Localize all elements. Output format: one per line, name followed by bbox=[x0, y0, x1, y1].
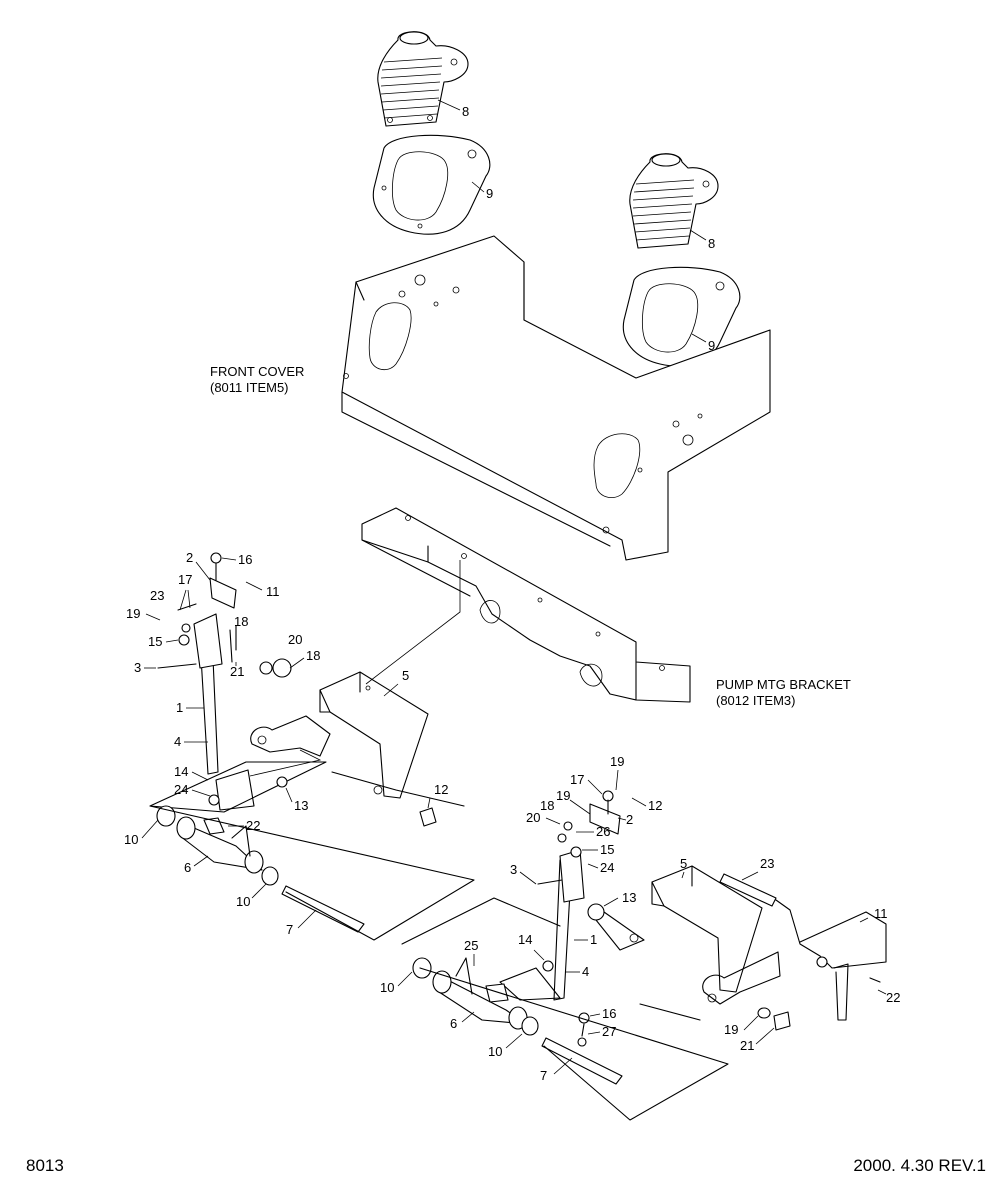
callout-4-left: 4 bbox=[174, 734, 181, 749]
callout-6-right: 6 bbox=[450, 1016, 457, 1031]
callout-7-right: 7 bbox=[540, 1068, 547, 1083]
callout-10-right-lower: 10 bbox=[488, 1044, 502, 1059]
callout-23-right: 23 bbox=[760, 856, 774, 871]
callout-4-right: 4 bbox=[582, 964, 589, 979]
callout-8-upper: 8 bbox=[462, 104, 469, 119]
callout-14-right: 14 bbox=[518, 932, 532, 947]
front-cover-ref: (8011 ITEM5) bbox=[210, 380, 289, 395]
callout-19-right-top: 19 bbox=[610, 754, 624, 769]
assembly-leader-lines bbox=[249, 560, 461, 777]
right-lever-assembly bbox=[499, 790, 645, 1047]
callout-1-left: 1 bbox=[176, 700, 183, 715]
callout-14-left: 14 bbox=[174, 764, 188, 779]
callout-15-right: 15 bbox=[600, 842, 614, 857]
callout-17: 17 bbox=[178, 572, 192, 587]
callout-19-right-mid: 19 bbox=[556, 788, 570, 803]
callout-7-left: 7 bbox=[286, 922, 293, 937]
callout-16: 16 bbox=[238, 552, 252, 567]
callout-19-right-bottom: 19 bbox=[724, 1022, 738, 1037]
callout-23: 23 bbox=[150, 588, 164, 603]
callout-11: 11 bbox=[266, 584, 280, 599]
callout-22-right: 22 bbox=[886, 990, 900, 1005]
callout-24-left: 24 bbox=[174, 782, 188, 797]
callout-13-right: 13 bbox=[622, 890, 636, 905]
left-lever-assembly bbox=[149, 552, 327, 813]
left-support-bracket bbox=[250, 671, 465, 827]
callout-12-right: 12 bbox=[648, 798, 662, 813]
callout-9-upper: 9 bbox=[486, 186, 493, 201]
callout-10-left-upper: 10 bbox=[124, 832, 138, 847]
callout-1-right: 1 bbox=[590, 932, 597, 947]
right-tube-assembly bbox=[401, 897, 729, 1121]
callout-17-right: 17 bbox=[570, 772, 584, 787]
page-code: 8013 bbox=[26, 1156, 64, 1175]
callout-group: 8 9 8 9 2 16 11 17 23 19 18 15 21 3 20 1… bbox=[124, 99, 900, 1083]
pump-bracket-ref: (8012 ITEM3) bbox=[716, 693, 795, 708]
gasket-right bbox=[622, 266, 741, 367]
front-cover-label: FRONT COVER bbox=[210, 364, 304, 379]
callout-18: 18 bbox=[234, 614, 248, 629]
callout-16-right: 16 bbox=[602, 1006, 616, 1021]
callout-11-right: 11 bbox=[874, 906, 888, 921]
pump-bracket-label: PUMP MTG BRACKET bbox=[716, 677, 851, 692]
callout-15: 15 bbox=[148, 634, 162, 649]
callout-26-right: 26 bbox=[596, 824, 610, 839]
callout-25-right: 25 bbox=[464, 938, 478, 953]
callout-21-right: 21 bbox=[740, 1038, 754, 1053]
callout-5-left: 5 bbox=[402, 668, 409, 683]
callout-13-left: 13 bbox=[294, 798, 308, 813]
callout-8-lower: 8 bbox=[708, 236, 715, 251]
callout-20: 20 bbox=[288, 632, 302, 647]
callout-10-left-lower: 10 bbox=[236, 894, 250, 909]
callout-18-right: 18 bbox=[540, 798, 554, 813]
callout-18-lower: 18 bbox=[306, 648, 320, 663]
callout-10-right-upper: 10 bbox=[380, 980, 394, 995]
callout-12-left: 12 bbox=[434, 782, 448, 797]
callout-24-right: 24 bbox=[600, 860, 614, 875]
right-support-bracket bbox=[629, 865, 887, 1031]
callout-2-right: 2 bbox=[626, 812, 633, 827]
left-tube-assembly bbox=[149, 805, 475, 941]
callout-27-right: 27 bbox=[602, 1024, 616, 1039]
callout-21: 21 bbox=[230, 664, 244, 679]
callout-3-right: 3 bbox=[510, 862, 517, 877]
front-cover-plate bbox=[341, 235, 771, 561]
callout-9-lower: 9 bbox=[708, 338, 715, 353]
gasket-left bbox=[372, 134, 491, 235]
callout-19: 19 bbox=[126, 606, 140, 621]
callout-22-left: 22 bbox=[246, 818, 260, 833]
callout-5-right: 5 bbox=[680, 856, 687, 871]
callout-2: 2 bbox=[186, 550, 193, 565]
boot-right bbox=[629, 153, 719, 249]
boot-left bbox=[377, 31, 469, 127]
callout-20-right: 20 bbox=[526, 810, 540, 825]
revision-date: 2000. 4.30 REV.1 bbox=[853, 1156, 986, 1175]
callout-6-left: 6 bbox=[184, 860, 191, 875]
pump-mounting-bracket bbox=[361, 507, 691, 703]
callout-3: 3 bbox=[134, 660, 141, 675]
